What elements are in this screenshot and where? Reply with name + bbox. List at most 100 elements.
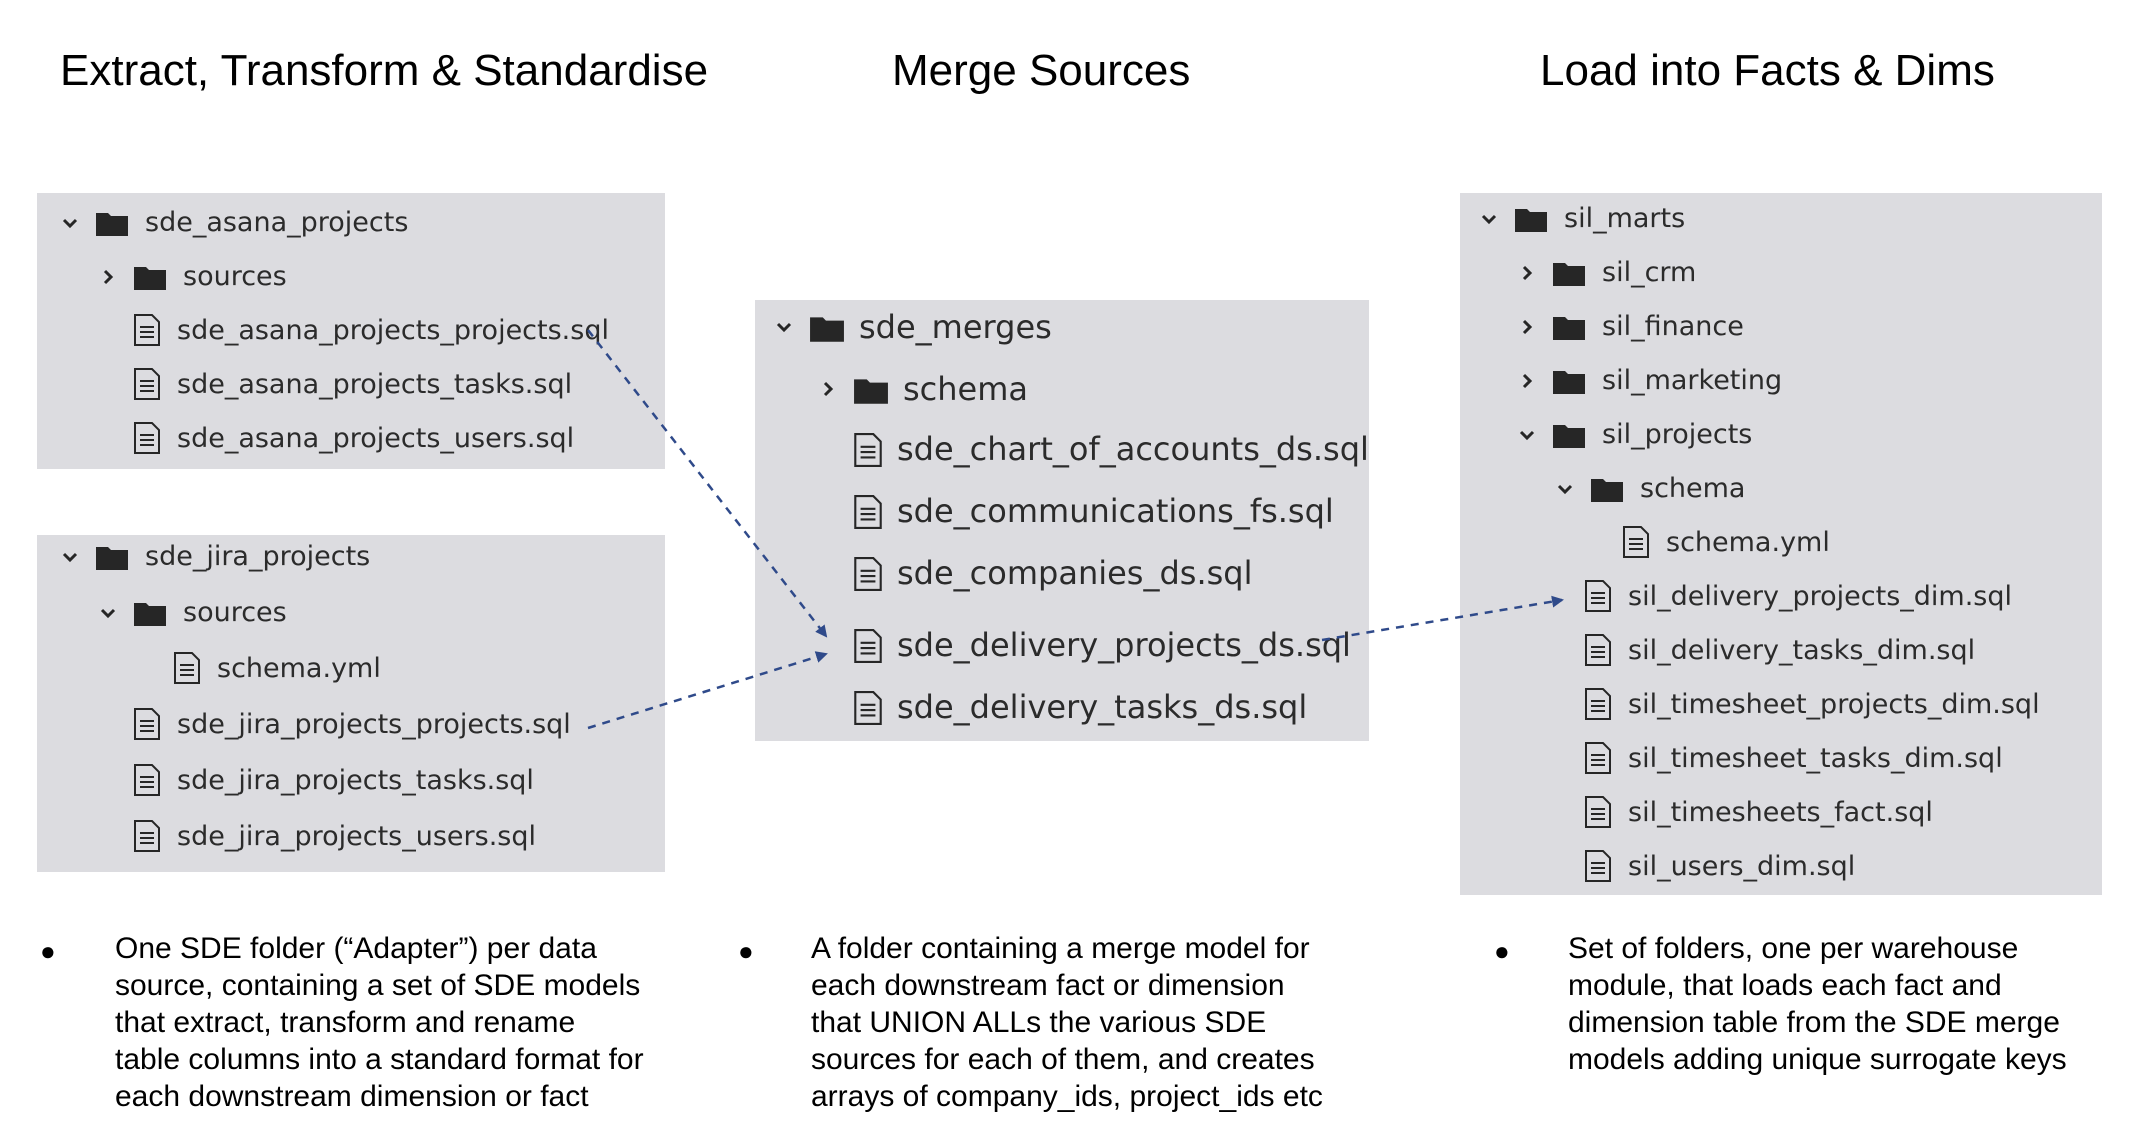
folder-label: schema bbox=[903, 370, 1029, 408]
tree-row-file[interactable]: sde_jira_projects_users.sql bbox=[133, 819, 536, 853]
heading-extract: Extract, Transform & Standardise bbox=[60, 46, 709, 95]
file-icon bbox=[133, 819, 161, 853]
folder-icon bbox=[1552, 421, 1586, 449]
file-icon bbox=[853, 628, 882, 663]
arrow-merge-to-marts bbox=[1321, 595, 1564, 642]
file-icon bbox=[1584, 579, 1612, 613]
tree-row-file[interactable]: sil_timesheet_tasks_dim.sql bbox=[1584, 741, 2003, 775]
chevron-right-icon[interactable] bbox=[817, 378, 839, 400]
folder-icon bbox=[133, 599, 167, 627]
folder-icon bbox=[1514, 205, 1548, 233]
folder-label: sde_asana_projects bbox=[145, 207, 409, 238]
folder-icon bbox=[1552, 259, 1586, 287]
marts-panel: sil_marts sil_crm sil_finance sil_market… bbox=[1460, 193, 2102, 895]
tree-row-jira-folder[interactable]: sde_jira_projects bbox=[59, 541, 370, 572]
file-icon bbox=[1584, 795, 1612, 829]
bullet: ● bbox=[40, 936, 56, 966]
tree-row-file[interactable]: sil_timesheets_fact.sql bbox=[1584, 795, 1933, 829]
description-line: each downstream dimension or fact bbox=[115, 1080, 589, 1113]
tree-row-asana-sources[interactable]: sources bbox=[97, 261, 287, 292]
file-label: sde_asana_projects_tasks.sql bbox=[177, 368, 573, 400]
file-icon bbox=[133, 421, 161, 455]
tree-row-file[interactable]: schema.yml bbox=[173, 651, 381, 685]
file-label: sil_users_dim.sql bbox=[1628, 850, 1856, 882]
folder-label: sil_crm bbox=[1602, 257, 1697, 288]
folder-label: sde_jira_projects bbox=[145, 541, 371, 572]
tree-row-file[interactable]: sde_delivery_tasks_ds.sql bbox=[853, 688, 1307, 726]
folder-label: sil_finance bbox=[1602, 311, 1744, 342]
tree-row-file[interactable]: sde_asana_projects_users.sql bbox=[133, 421, 574, 455]
tree-row-sil-marketing[interactable]: sil_marketing bbox=[1516, 365, 1782, 396]
bullet: ● bbox=[1494, 936, 1510, 966]
tree-row-sil-finance[interactable]: sil_finance bbox=[1516, 311, 1744, 342]
folder-icon bbox=[1590, 475, 1624, 503]
folder-label: sil_marketing bbox=[1602, 365, 1783, 396]
heading-merge: Merge Sources bbox=[892, 46, 1191, 95]
folder-label: schema bbox=[1640, 473, 1746, 504]
folder-icon bbox=[133, 263, 167, 291]
file-icon bbox=[853, 432, 882, 467]
folder-icon bbox=[853, 375, 888, 404]
tree-row-file[interactable]: sil_timesheet_projects_dim.sql bbox=[1584, 687, 2040, 721]
file-label: sde_jira_projects_projects.sql bbox=[177, 708, 571, 740]
file-label: sde_companies_ds.sql bbox=[897, 554, 1253, 592]
chevron-right-icon[interactable] bbox=[1516, 262, 1538, 284]
folder-icon bbox=[1552, 313, 1586, 341]
description-col2: A folder containing a merge model for ea… bbox=[811, 930, 1323, 1115]
tree-row-file[interactable]: sde_jira_projects_projects.sql bbox=[133, 707, 571, 741]
description-line: that extract, transform and rename bbox=[115, 1006, 576, 1039]
file-label: sil_delivery_projects_dim.sql bbox=[1628, 580, 2012, 612]
tree-row-file[interactable]: sil_delivery_tasks_dim.sql bbox=[1584, 633, 1975, 667]
file-label: sil_timesheet_tasks_dim.sql bbox=[1628, 742, 2003, 774]
chevron-right-icon[interactable] bbox=[1516, 370, 1538, 392]
tree-row-file[interactable]: sde_companies_ds.sql bbox=[853, 554, 1253, 592]
file-icon bbox=[1584, 687, 1612, 721]
tree-row-file[interactable]: sde_asana_projects_projects.sql bbox=[133, 313, 609, 347]
description-col3: Set of folders, one per warehouse module… bbox=[1568, 930, 2067, 1078]
file-label: sde_jira_projects_users.sql bbox=[177, 820, 536, 852]
file-icon bbox=[173, 651, 201, 685]
tree-row-file[interactable]: sil_users_dim.sql bbox=[1584, 849, 1855, 883]
description-line: module, that loads each fact and bbox=[1568, 969, 2002, 1002]
jira-panel: sde_jira_projects sources schema.yml sde… bbox=[37, 535, 665, 872]
file-label: sil_timesheet_projects_dim.sql bbox=[1628, 688, 2040, 720]
description-line: table columns into a standard format for bbox=[115, 1043, 644, 1076]
folder-label: sources bbox=[183, 261, 287, 292]
tree-row-sil-schema[interactable]: schema bbox=[1554, 473, 1745, 504]
tree-row-file[interactable]: schema.yml bbox=[1622, 525, 1830, 559]
folder-icon bbox=[95, 543, 129, 571]
tree-row-file[interactable]: sde_asana_projects_tasks.sql bbox=[133, 367, 572, 401]
file-label: sil_timesheets_fact.sql bbox=[1628, 796, 1933, 828]
chevron-down-icon[interactable] bbox=[1516, 424, 1538, 446]
tree-row-marts-folder[interactable]: sil_marts bbox=[1478, 203, 1685, 234]
description-line: arrays of company_ids, project_ids etc bbox=[811, 1080, 1323, 1113]
chevron-down-icon[interactable] bbox=[773, 316, 795, 338]
folder-label: sde_merges bbox=[859, 308, 1052, 346]
chevron-down-icon[interactable] bbox=[1554, 478, 1576, 500]
tree-row-asana-folder[interactable]: sde_asana_projects bbox=[59, 207, 408, 238]
tree-row-jira-sources[interactable]: sources bbox=[97, 597, 287, 628]
tree-row-file[interactable]: sde_delivery_projects_ds.sql bbox=[853, 626, 1351, 664]
description-line: source, containing a set of SDE models bbox=[115, 969, 641, 1002]
chevron-right-icon[interactable] bbox=[1516, 316, 1538, 338]
arrow-jira-to-merge bbox=[587, 651, 828, 730]
tree-row-file[interactable]: sil_delivery_projects_dim.sql bbox=[1584, 579, 2012, 613]
file-label: schema.yml bbox=[217, 652, 381, 684]
tree-row-file[interactable]: sde_chart_of_accounts_ds.sql bbox=[853, 430, 1369, 468]
tree-row-merges-schema[interactable]: schema bbox=[817, 370, 1028, 408]
heading-load: Load into Facts & Dims bbox=[1540, 46, 1995, 95]
chevron-down-icon[interactable] bbox=[59, 546, 81, 568]
tree-row-merges-folder[interactable]: sde_merges bbox=[773, 308, 1052, 346]
tree-row-sil-crm[interactable]: sil_crm bbox=[1516, 257, 1696, 288]
tree-row-sil-projects[interactable]: sil_projects bbox=[1516, 419, 1752, 450]
tree-row-file[interactable]: sde_jira_projects_tasks.sql bbox=[133, 763, 534, 797]
chevron-down-icon[interactable] bbox=[59, 212, 81, 234]
file-icon bbox=[133, 313, 161, 347]
description-line: each downstream fact or dimension bbox=[811, 969, 1285, 1002]
tree-row-file[interactable]: sde_communications_fs.sql bbox=[853, 492, 1334, 530]
chevron-down-icon[interactable] bbox=[97, 602, 119, 624]
file-icon bbox=[1584, 633, 1612, 667]
folder-label: sil_marts bbox=[1564, 203, 1686, 234]
chevron-right-icon[interactable] bbox=[97, 266, 119, 288]
chevron-down-icon[interactable] bbox=[1478, 208, 1500, 230]
